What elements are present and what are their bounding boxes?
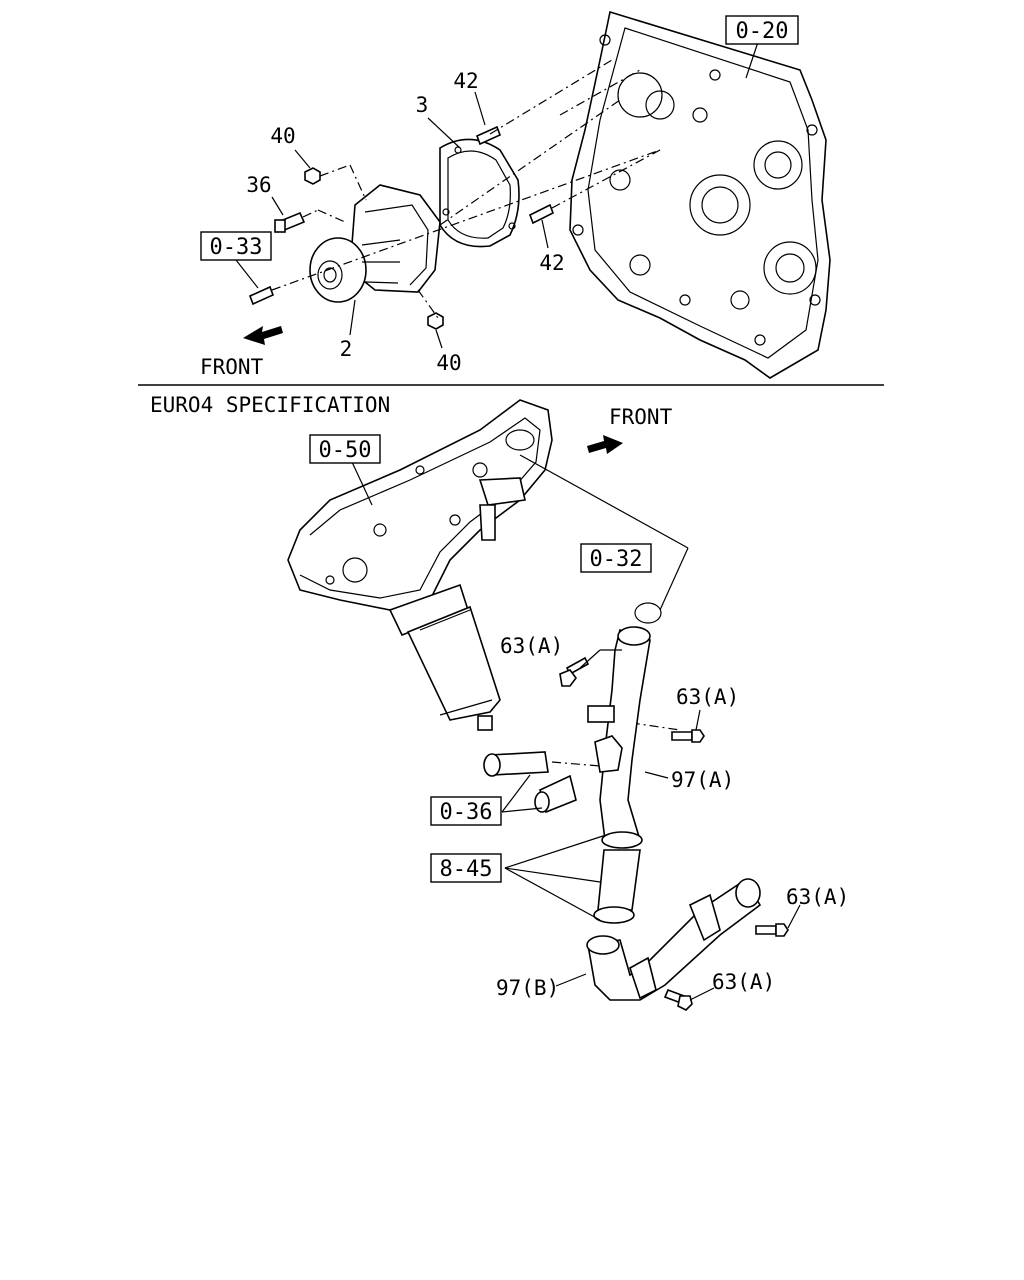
ref-box-8-45: 8-45 <box>430 853 502 883</box>
part-63a-1: 63(A) <box>500 634 563 658</box>
euro4-heading: EURO4 SPECIFICATION <box>150 393 390 417</box>
part-42-bottom: 42 <box>539 251 564 275</box>
bypass-connectors-0-36 <box>483 751 577 814</box>
ref-box-0-32: 0-32 <box>580 543 652 573</box>
front-label-lower: FRONT <box>609 405 673 429</box>
part-97a: 97(A) <box>671 768 734 792</box>
water-pipe-97b <box>586 878 762 1001</box>
part-63a-2: 63(A) <box>676 685 739 709</box>
front-arrow-lower <box>587 435 623 454</box>
lower-centerlines <box>519 454 689 767</box>
timing-gear-case <box>569 10 831 379</box>
water-pump <box>309 184 441 303</box>
water-pipe-97a <box>587 626 651 841</box>
front-label-upper: FRONT <box>200 355 264 379</box>
gasket <box>439 138 520 248</box>
o-ring <box>634 602 662 624</box>
ref-0-50-label: 0-50 <box>319 438 372 463</box>
lower-leaders <box>351 461 801 1001</box>
part-97b: 97(B) <box>496 976 559 1000</box>
ref-0-32-label: 0-32 <box>590 547 643 572</box>
ref-box-0-50: 0-50 <box>309 434 381 464</box>
stud-bolts <box>248 125 555 306</box>
part-40-bottom: 40 <box>436 351 461 375</box>
hoses-and-clamps <box>593 831 643 924</box>
upper-centerlines <box>271 59 661 319</box>
ref-box-0-36: 0-36 <box>430 796 502 826</box>
ref-8-45-label: 8-45 <box>440 857 493 882</box>
part-36: 36 <box>246 173 271 197</box>
part-2: 2 <box>340 337 353 361</box>
ref-box-0-33: 0-33 <box>200 231 272 261</box>
ref-0-36-label: 0-36 <box>440 800 493 825</box>
part-3: 3 <box>416 93 429 117</box>
oil-filter <box>388 583 501 731</box>
bolts-63a <box>559 656 789 1011</box>
part-63a-3: 63(A) <box>786 885 849 909</box>
oil-cooler-housing <box>287 399 553 611</box>
part-40-top: 40 <box>270 124 295 148</box>
part-63a-4: 63(A) <box>712 970 775 994</box>
upper-leaders <box>235 41 759 349</box>
ref-0-33-label: 0-33 <box>210 235 263 260</box>
ref-0-20-label: 0-20 <box>736 19 789 44</box>
front-arrow-upper <box>243 326 283 345</box>
ref-box-0-20: 0-20 <box>725 15 799 45</box>
nuts-and-bolt <box>274 167 444 330</box>
part-42-top: 42 <box>453 69 478 93</box>
